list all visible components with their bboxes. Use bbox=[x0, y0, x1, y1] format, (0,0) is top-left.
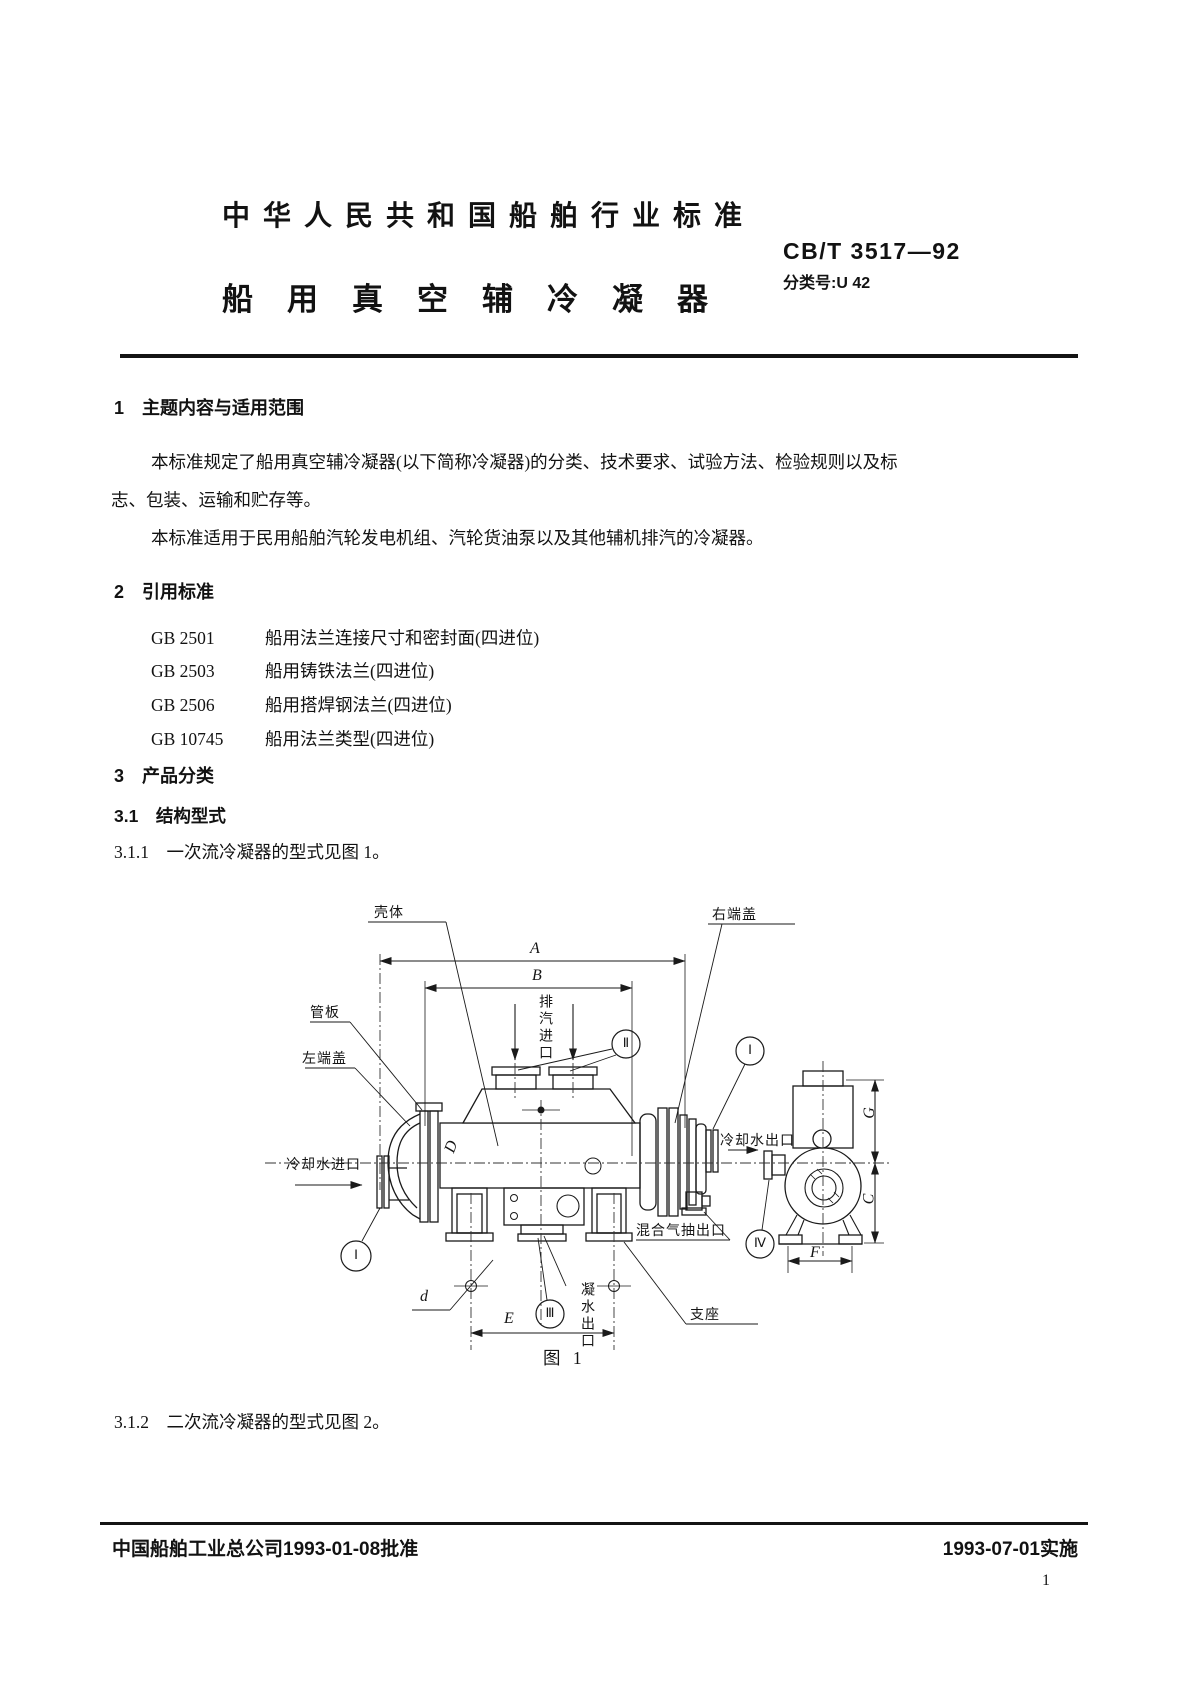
dim-B: B bbox=[532, 967, 542, 984]
mark-II-steam: Ⅱ bbox=[622, 1035, 630, 1050]
reference-item: GB 10745 船用法兰类型(四进位) bbox=[151, 726, 434, 751]
reference-code: GB 2501 bbox=[151, 628, 215, 648]
figure-caption: 图 1 bbox=[543, 1348, 586, 1368]
reference-item: GB 2503 船用铸铁法兰(四进位) bbox=[151, 658, 434, 683]
classification-number: 分类号:U 42 bbox=[783, 275, 871, 292]
section2-heading: 2 引用标准 bbox=[114, 582, 215, 602]
section1-para1-line1: 本标准规定了船用真空辅冷凝器(以下简称冷凝器)的分类、技术要求、试验方法、检验规… bbox=[151, 452, 898, 472]
implementation-note: 1993-07-01实施 bbox=[942, 1539, 1078, 1560]
label-left-end-cover: 左端盖 bbox=[302, 1052, 347, 1067]
label-condensate-outlet: 凝水出口 bbox=[579, 1282, 594, 1350]
section1-heading: 1 主题内容与适用范围 bbox=[114, 398, 305, 418]
reference-title: 船用法兰类型(四进位) bbox=[265, 729, 435, 749]
label-tube-plate: 管板 bbox=[310, 1006, 340, 1021]
section3-heading: 3 产品分类 bbox=[114, 766, 215, 786]
dim-G: G bbox=[860, 1107, 878, 1119]
label-shell: 壳体 bbox=[374, 906, 404, 921]
section3-1-1-text: 3.1.1 一次流冷凝器的型式见图 1。 bbox=[114, 842, 390, 862]
dim-d: d bbox=[420, 1288, 428, 1305]
mark-III-condensate: Ⅲ bbox=[545, 1305, 555, 1320]
dim-A: A bbox=[530, 940, 540, 957]
label-support: 支座 bbox=[690, 1308, 720, 1323]
dim-C: C bbox=[860, 1193, 878, 1205]
mark-I-outlet: Ⅰ bbox=[748, 1042, 752, 1057]
label-exhaust-steam-inlet: 排汽进口 bbox=[537, 994, 552, 1062]
page-number: 1 bbox=[1042, 1572, 1050, 1589]
condenser-diagram-linework bbox=[265, 921, 890, 1350]
approval-note: 中国船舶工业总公司1993-01-08批准 bbox=[112, 1539, 419, 1560]
reference-title: 船用铸铁法兰(四进位) bbox=[265, 661, 435, 681]
label-cooling-water-inlet: 冷却水进口 bbox=[286, 1158, 361, 1173]
label-mixed-gas-outlet: 混合气抽出口 bbox=[636, 1224, 726, 1239]
reference-item: GB 2501 船用法兰连接尺寸和密封面(四进位) bbox=[151, 625, 539, 650]
section1-para1-line2: 志、包装、运输和贮存等。 bbox=[111, 490, 321, 510]
document-title: 船用真空辅冷凝器 bbox=[222, 282, 742, 317]
standard-name: 中华人民共和国船舶行业标准 bbox=[222, 200, 756, 231]
header-rule bbox=[120, 354, 1078, 358]
label-right-end-cover: 右端盖 bbox=[712, 908, 757, 923]
section1-para2: 本标准适用于民用船舶汽轮发电机组、汽轮货油泵以及其他辅机排汽的冷凝器。 bbox=[151, 528, 764, 548]
dim-F: F bbox=[810, 1244, 820, 1261]
label-cooling-water-outlet: 冷却水出口 bbox=[720, 1134, 795, 1149]
dim-E: E bbox=[504, 1310, 514, 1327]
section3-1-heading: 3.1 结构型式 bbox=[114, 806, 226, 826]
reference-code: GB 2503 bbox=[151, 661, 215, 681]
section3-1-2-text: 3.1.2 二次流冷凝器的型式见图 2。 bbox=[114, 1412, 390, 1432]
standard-number: CB/T 3517—92 bbox=[783, 238, 961, 264]
mark-IV-gas: Ⅳ bbox=[754, 1235, 766, 1250]
footer-rule bbox=[100, 1522, 1088, 1525]
figure-1-condenser-drawing: 壳体 右端盖 管板 左端盖 冷却水进口 冷却水出口 排汽进口 凝水出口 混合气抽… bbox=[250, 858, 1110, 1358]
mark-I-inlet: Ⅰ bbox=[354, 1247, 358, 1262]
reference-title: 船用搭焊钢法兰(四进位) bbox=[265, 695, 452, 715]
reference-item: GB 2506 船用搭焊钢法兰(四进位) bbox=[151, 692, 452, 717]
reference-code: GB 10745 bbox=[151, 729, 224, 749]
reference-title: 船用法兰连接尺寸和密封面(四进位) bbox=[265, 628, 540, 648]
reference-code: GB 2506 bbox=[151, 695, 215, 715]
